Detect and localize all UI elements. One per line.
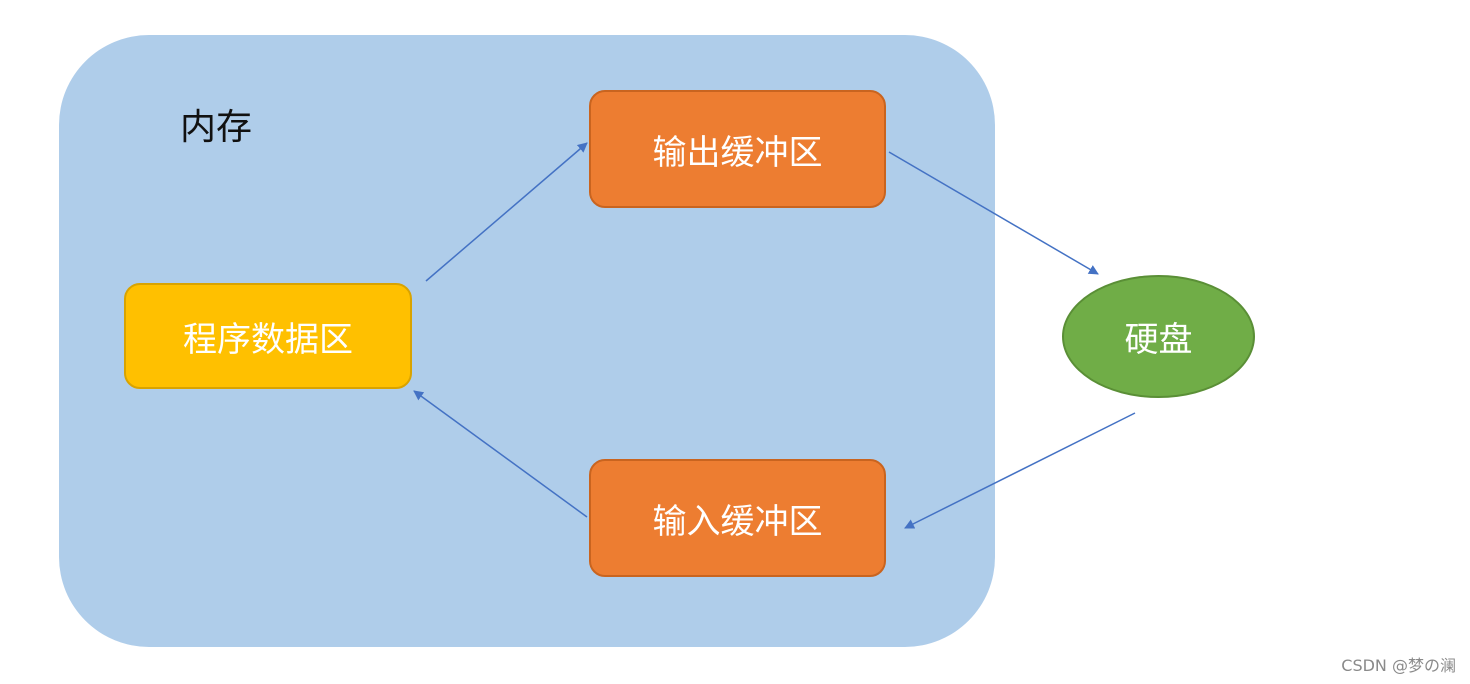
arrow-program-to-output xyxy=(425,142,588,282)
memory-label: 内存 xyxy=(180,107,253,148)
input-buffer-label: 输入缓冲区 xyxy=(652,501,823,542)
program-data-label: 程序数据区 xyxy=(183,319,353,360)
input-buffer-node: 输入缓冲区 xyxy=(589,459,886,577)
output-buffer-node: 输出缓冲区 xyxy=(589,90,886,208)
arrow-disk-to-input xyxy=(904,412,1136,529)
arrow-input-to-program xyxy=(413,390,588,518)
program-data-node: 程序数据区 xyxy=(124,283,412,389)
output-buffer-label: 输出缓冲区 xyxy=(652,132,823,173)
disk-node: 硬盘 xyxy=(1062,275,1255,398)
arrow-output-to-disk xyxy=(888,151,1099,275)
disk-label: 硬盘 xyxy=(1124,320,1193,360)
watermark: CSDN @梦の澜 xyxy=(1341,656,1456,675)
